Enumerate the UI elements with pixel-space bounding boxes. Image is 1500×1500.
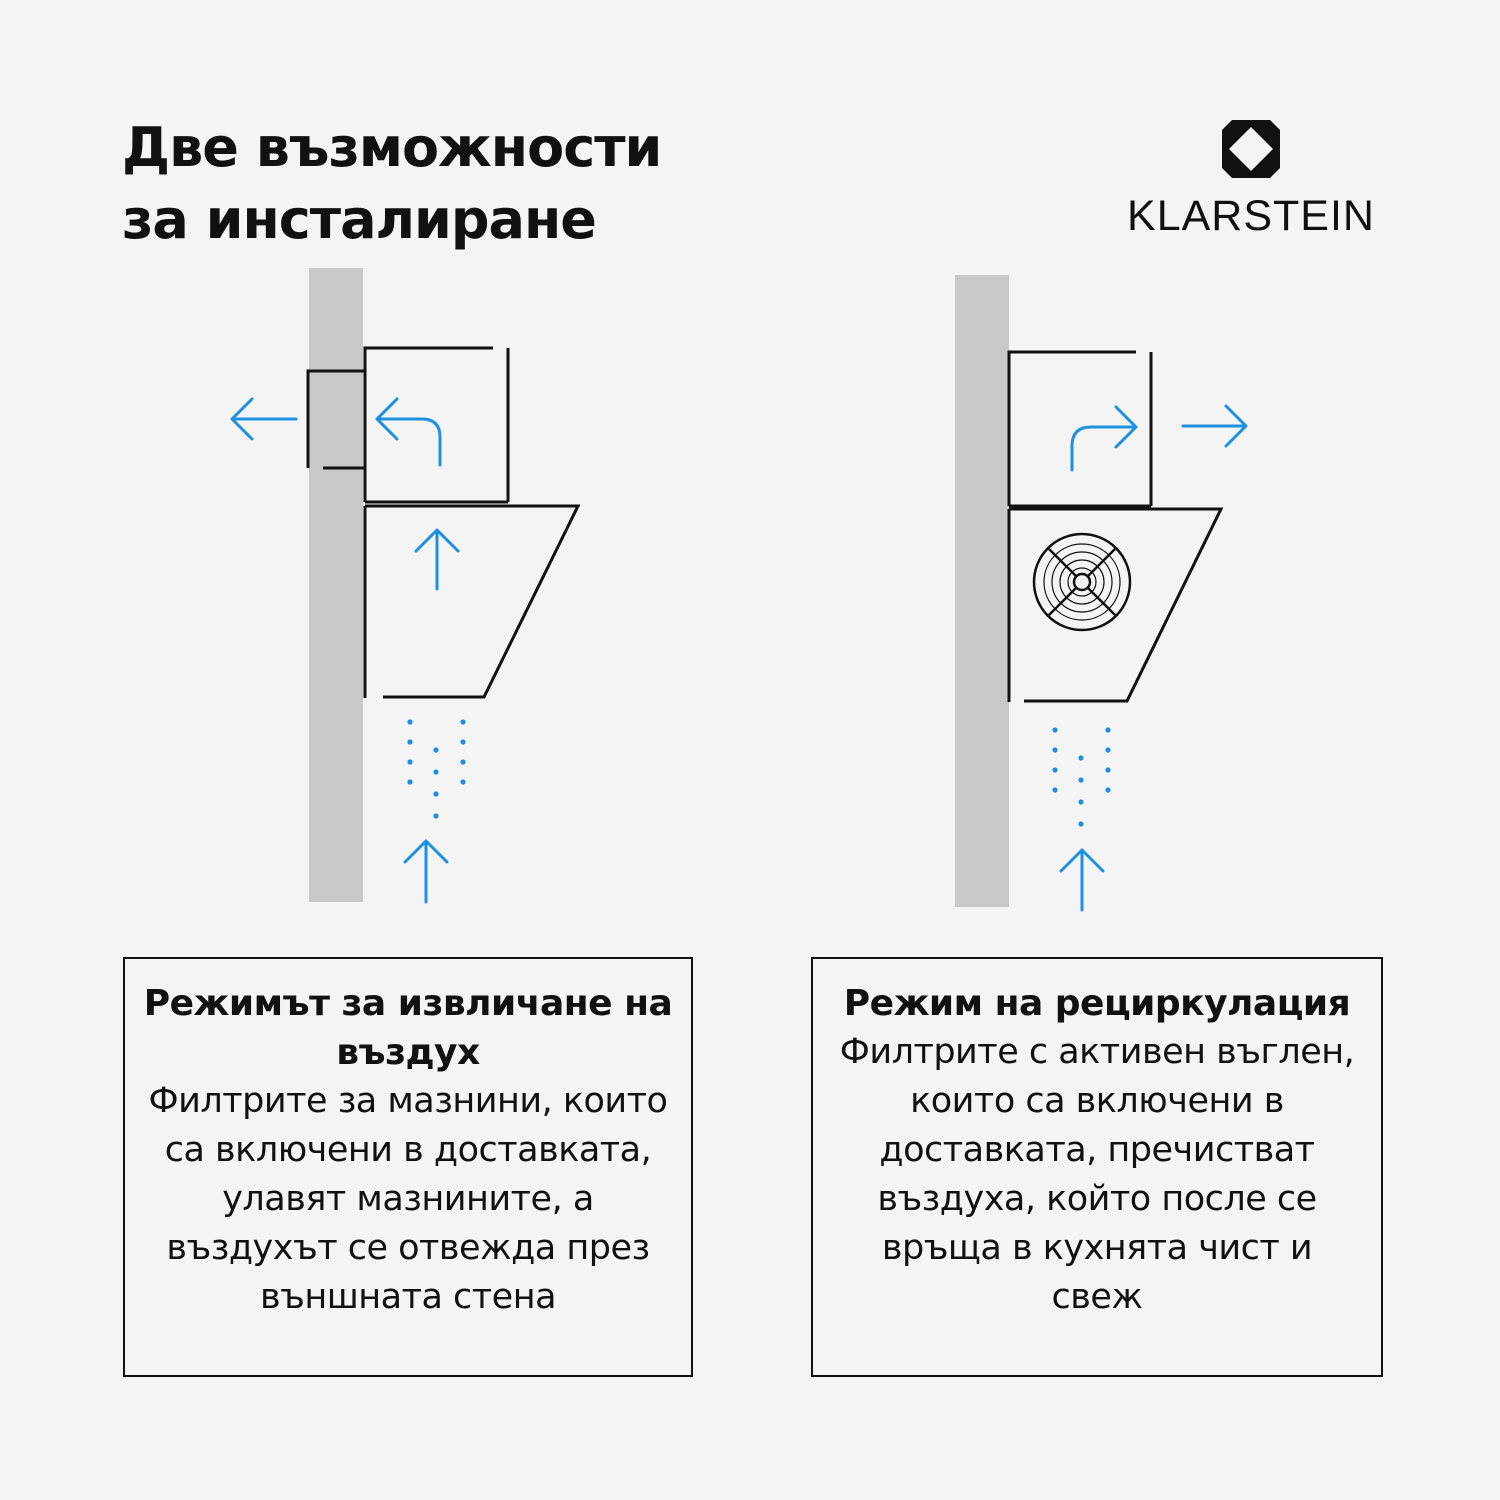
recirculation-mode-diagram — [955, 275, 1248, 912]
arrow-left-exhaust-icon — [230, 397, 298, 441]
range-hood-extraction — [306, 346, 581, 699]
page-title-line2: за инсталиране — [122, 188, 597, 251]
fan-filter-icon — [1032, 532, 1132, 632]
steam-dots-right — [1052, 727, 1111, 827]
extraction-mode-card: Режимът за извличане на въздух Филтрите … — [123, 957, 693, 1377]
arrow-curved-right-icon — [1070, 405, 1138, 472]
page-title-line1: Две възможности — [122, 116, 662, 179]
installation-diagram: .k { fill: none; stroke: #111; stroke-wi… — [230, 268, 1248, 912]
brand-name: KLARSTEIN — [1127, 192, 1375, 240]
klarstein-diamond-logo-icon — [1222, 120, 1280, 178]
recirculation-mode-card: Режим на рециркулация Филтрите с активен… — [811, 957, 1383, 1377]
arrow-curved-left-icon — [375, 397, 442, 467]
wall-right — [955, 275, 1009, 907]
wall-left — [309, 268, 363, 902]
arrow-up-bottom-icon — [403, 839, 449, 904]
brand-logo: KLARSTEIN — [1120, 118, 1382, 248]
page-title: Две възможности за инсталиране — [122, 112, 762, 256]
recirculation-mode-description: Филтрите с активен въглен, които са вклю… — [839, 1032, 1355, 1317]
recirculation-mode-title: Режим на рециркулация — [843, 983, 1351, 1024]
arrow-up-inner-icon — [414, 528, 460, 591]
steam-dots — [407, 719, 466, 819]
arrow-up-bottom-right-icon — [1059, 848, 1105, 912]
range-hood-recirculation — [1007, 350, 1224, 703]
arrow-right-return-icon — [1181, 404, 1248, 448]
extraction-mode-description: Филтрите за мазнини, които са включени в… — [148, 1081, 668, 1317]
extraction-mode-diagram — [230, 268, 581, 904]
extraction-mode-title: Режимът за извличане на въздух — [143, 983, 673, 1073]
